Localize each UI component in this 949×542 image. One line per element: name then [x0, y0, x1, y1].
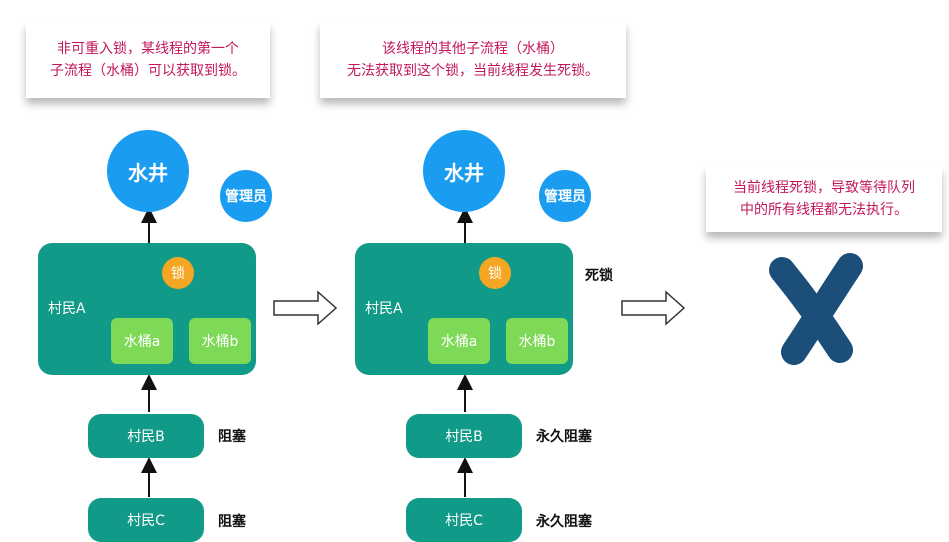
villager-c-node: 村民C: [406, 498, 522, 542]
note-panel-1: 非可重入锁，某线程的第一个 子流程（水桶）可以获取到锁。: [26, 22, 270, 98]
big-cross-icon: [769, 253, 863, 365]
deadlock-label: 死锁: [585, 268, 613, 284]
lock-node: 锁: [479, 257, 511, 289]
note-line: 无法获取到这个锁，当前线程发生死锁。: [347, 63, 599, 79]
lock-node: 锁: [162, 257, 194, 289]
admin-node: 管理员: [220, 170, 272, 222]
note-line: 中的所有线程都无法执行。: [740, 202, 908, 218]
note-line: 非可重入锁，某线程的第一个: [57, 41, 239, 57]
note-line: 当前线程死锁，导致等待队列: [733, 180, 915, 196]
note-panel-2: 该线程的其他子流程（水桶） 无法获取到这个锁，当前线程发生死锁。: [320, 22, 626, 98]
note-line: 该线程的其他子流程（水桶）: [382, 41, 564, 57]
villager-a-label: 村民A: [365, 301, 403, 317]
status-b: 永久阻塞: [536, 429, 592, 445]
status-b: 阻塞: [218, 429, 246, 445]
well-node: 水井: [423, 130, 505, 212]
villager-c-node: 村民C: [88, 498, 204, 542]
villager-b-node: 村民B: [406, 414, 522, 458]
hollow-arrow-1: [273, 290, 338, 326]
bucket-a: 水桶a: [428, 318, 490, 364]
bucket-b: 水桶b: [189, 318, 251, 364]
well-node: 水井: [107, 130, 189, 212]
note-line: 子流程（水桶）可以获取到锁。: [50, 63, 246, 79]
bucket-b: 水桶b: [506, 318, 568, 364]
bucket-a: 水桶a: [111, 318, 173, 364]
hollow-arrow-2: [621, 290, 686, 326]
status-c: 永久阻塞: [536, 514, 592, 530]
admin-node: 管理员: [539, 170, 591, 222]
villager-b-node: 村民B: [88, 414, 204, 458]
status-c: 阻塞: [218, 514, 246, 530]
villager-a-label: 村民A: [48, 301, 86, 317]
note-panel-3: 当前线程死锁，导致等待队列 中的所有线程都无法执行。: [706, 166, 942, 232]
